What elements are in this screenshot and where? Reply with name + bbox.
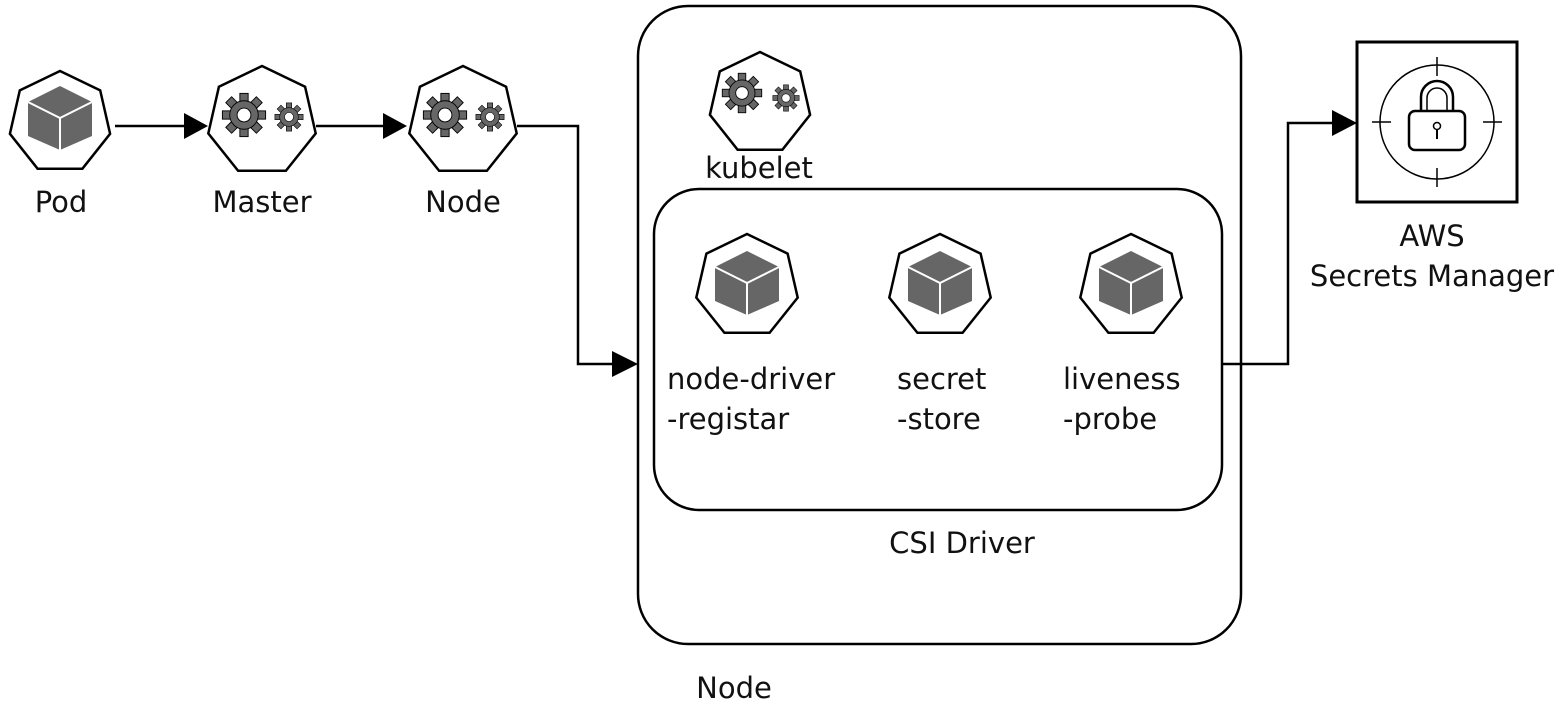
- padlock-target-icon: [1372, 57, 1502, 187]
- kubelet-node: [708, 50, 812, 151]
- connector-node-to-node-container: [517, 124, 614, 366]
- small-gear-icon: [772, 84, 800, 112]
- arrowhead-aws: [1332, 110, 1357, 136]
- aws-label-line2: Secrets Manager: [1309, 259, 1555, 293]
- pod-node: [8, 69, 112, 170]
- master-node: [206, 64, 318, 173]
- aws-label-line1: AWS: [1399, 219, 1465, 253]
- large-gear-icon: [422, 92, 468, 138]
- node-driver-registar-node: [694, 232, 800, 335]
- small-gear-icon: [274, 102, 304, 132]
- liveness-probe-node: [1078, 232, 1184, 335]
- node-container-box: [636, 4, 1243, 646]
- secret-store-label-line1: secret: [897, 362, 987, 396]
- node-container-label: Node: [696, 671, 772, 705]
- large-gear-icon: [721, 72, 763, 114]
- arrowhead-master: [184, 113, 208, 139]
- small-gear-icon: [475, 102, 505, 132]
- csi-driver-box: [652, 187, 1224, 512]
- node-driver-label-line2: -registar: [667, 402, 790, 436]
- csi-driver-label: CSI Driver: [889, 526, 1035, 560]
- arrowhead-node: [383, 113, 407, 139]
- arrowhead-node-container: [612, 351, 638, 377]
- secret-store-label-line2: -store: [897, 402, 981, 436]
- large-gear-icon: [221, 92, 267, 138]
- connector-csi-to-aws: [1221, 121, 1334, 366]
- node-driver-label-line1: node-driver: [667, 362, 836, 396]
- liveness-probe-label-line1: liveness: [1063, 362, 1181, 396]
- aws-secrets-manager-node: [1355, 40, 1519, 204]
- kubelet-label: kubelet: [705, 151, 813, 185]
- liveness-probe-label-line2: -probe: [1063, 402, 1158, 436]
- node-small: [407, 64, 519, 173]
- pod-label: Pod: [34, 185, 88, 219]
- master-label: Master: [212, 185, 312, 219]
- node-small-label: Node: [425, 185, 501, 219]
- secret-store-node: [887, 232, 993, 335]
